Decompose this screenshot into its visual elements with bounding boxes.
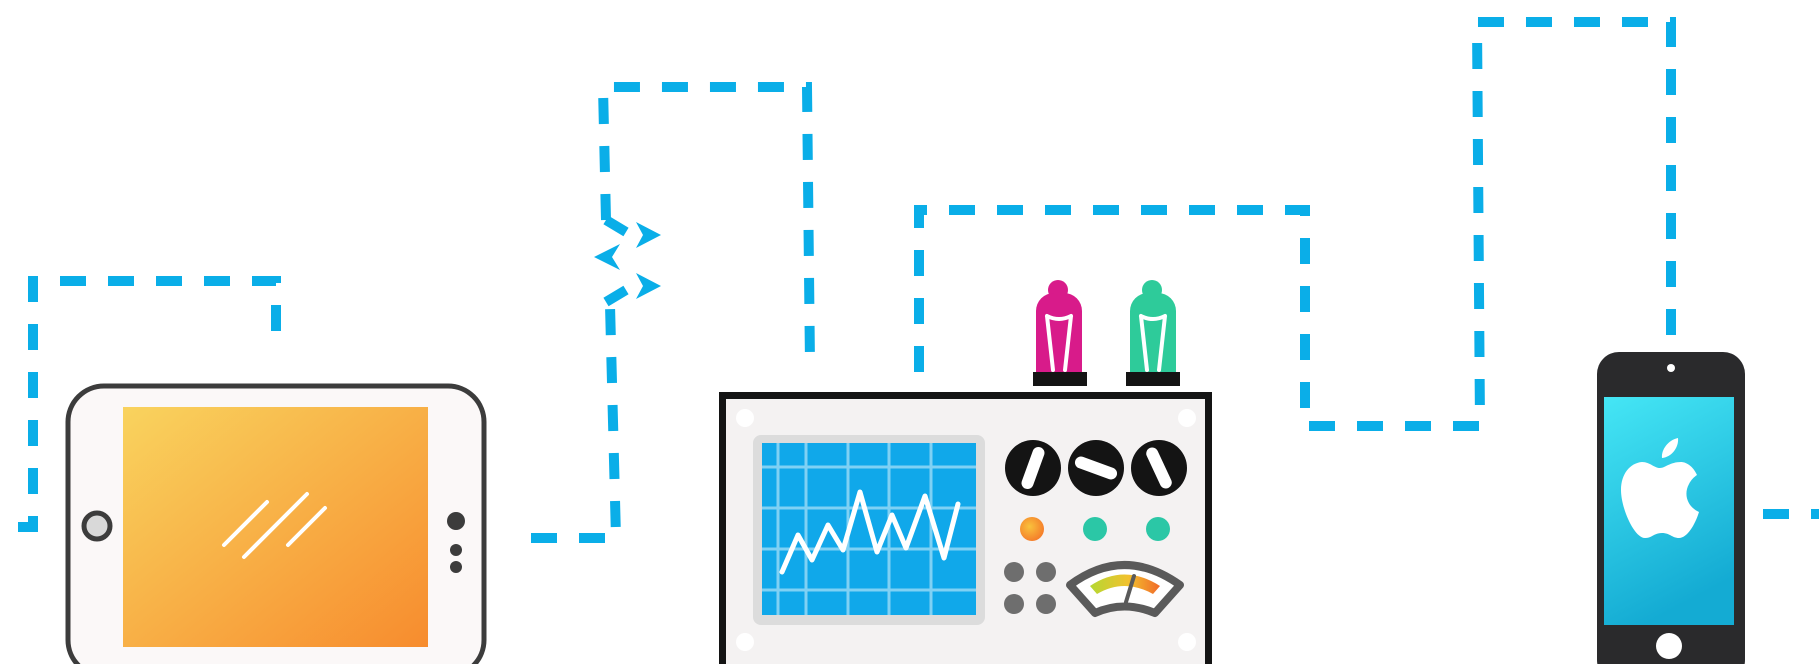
arrow-right-upper-icon [636,222,661,248]
indicator-light-orange-icon [1020,517,1044,541]
tube-teal-icon [1126,280,1180,386]
smartphone-icon [1597,352,1745,664]
phone-home-button-icon [1656,633,1682,659]
tablet-landscape-icon [68,386,484,664]
oscilloscope-test-equipment-icon [719,392,1212,664]
knob-icon [1131,440,1187,496]
sensor-dot-icon [450,561,462,573]
connector-machine-loop [919,22,1671,426]
connector-branch-loop [603,87,810,365]
tube-magenta-icon [1033,280,1087,386]
indicator-light-teal-icon [1083,517,1107,541]
indicator-light-teal-icon [1146,517,1170,541]
sensor-dot-icon [450,544,462,556]
arrow-right-lower-icon [636,273,661,299]
vacuum-tubes [1033,280,1180,386]
home-button-icon [84,513,110,539]
phone-camera-icon [1667,364,1675,372]
arrow-stub-lower [606,290,626,302]
connector-tablet-to-branch [531,305,616,538]
knob-icon [1005,440,1061,496]
knob-icon [1068,440,1124,496]
camera-dot-icon [447,512,465,530]
branch-arrows [594,220,661,302]
arrow-stub-upper [606,220,626,232]
arrow-left-icon [594,244,620,270]
gauge-meter-icon [1070,565,1180,613]
control-knobs [1005,440,1187,496]
